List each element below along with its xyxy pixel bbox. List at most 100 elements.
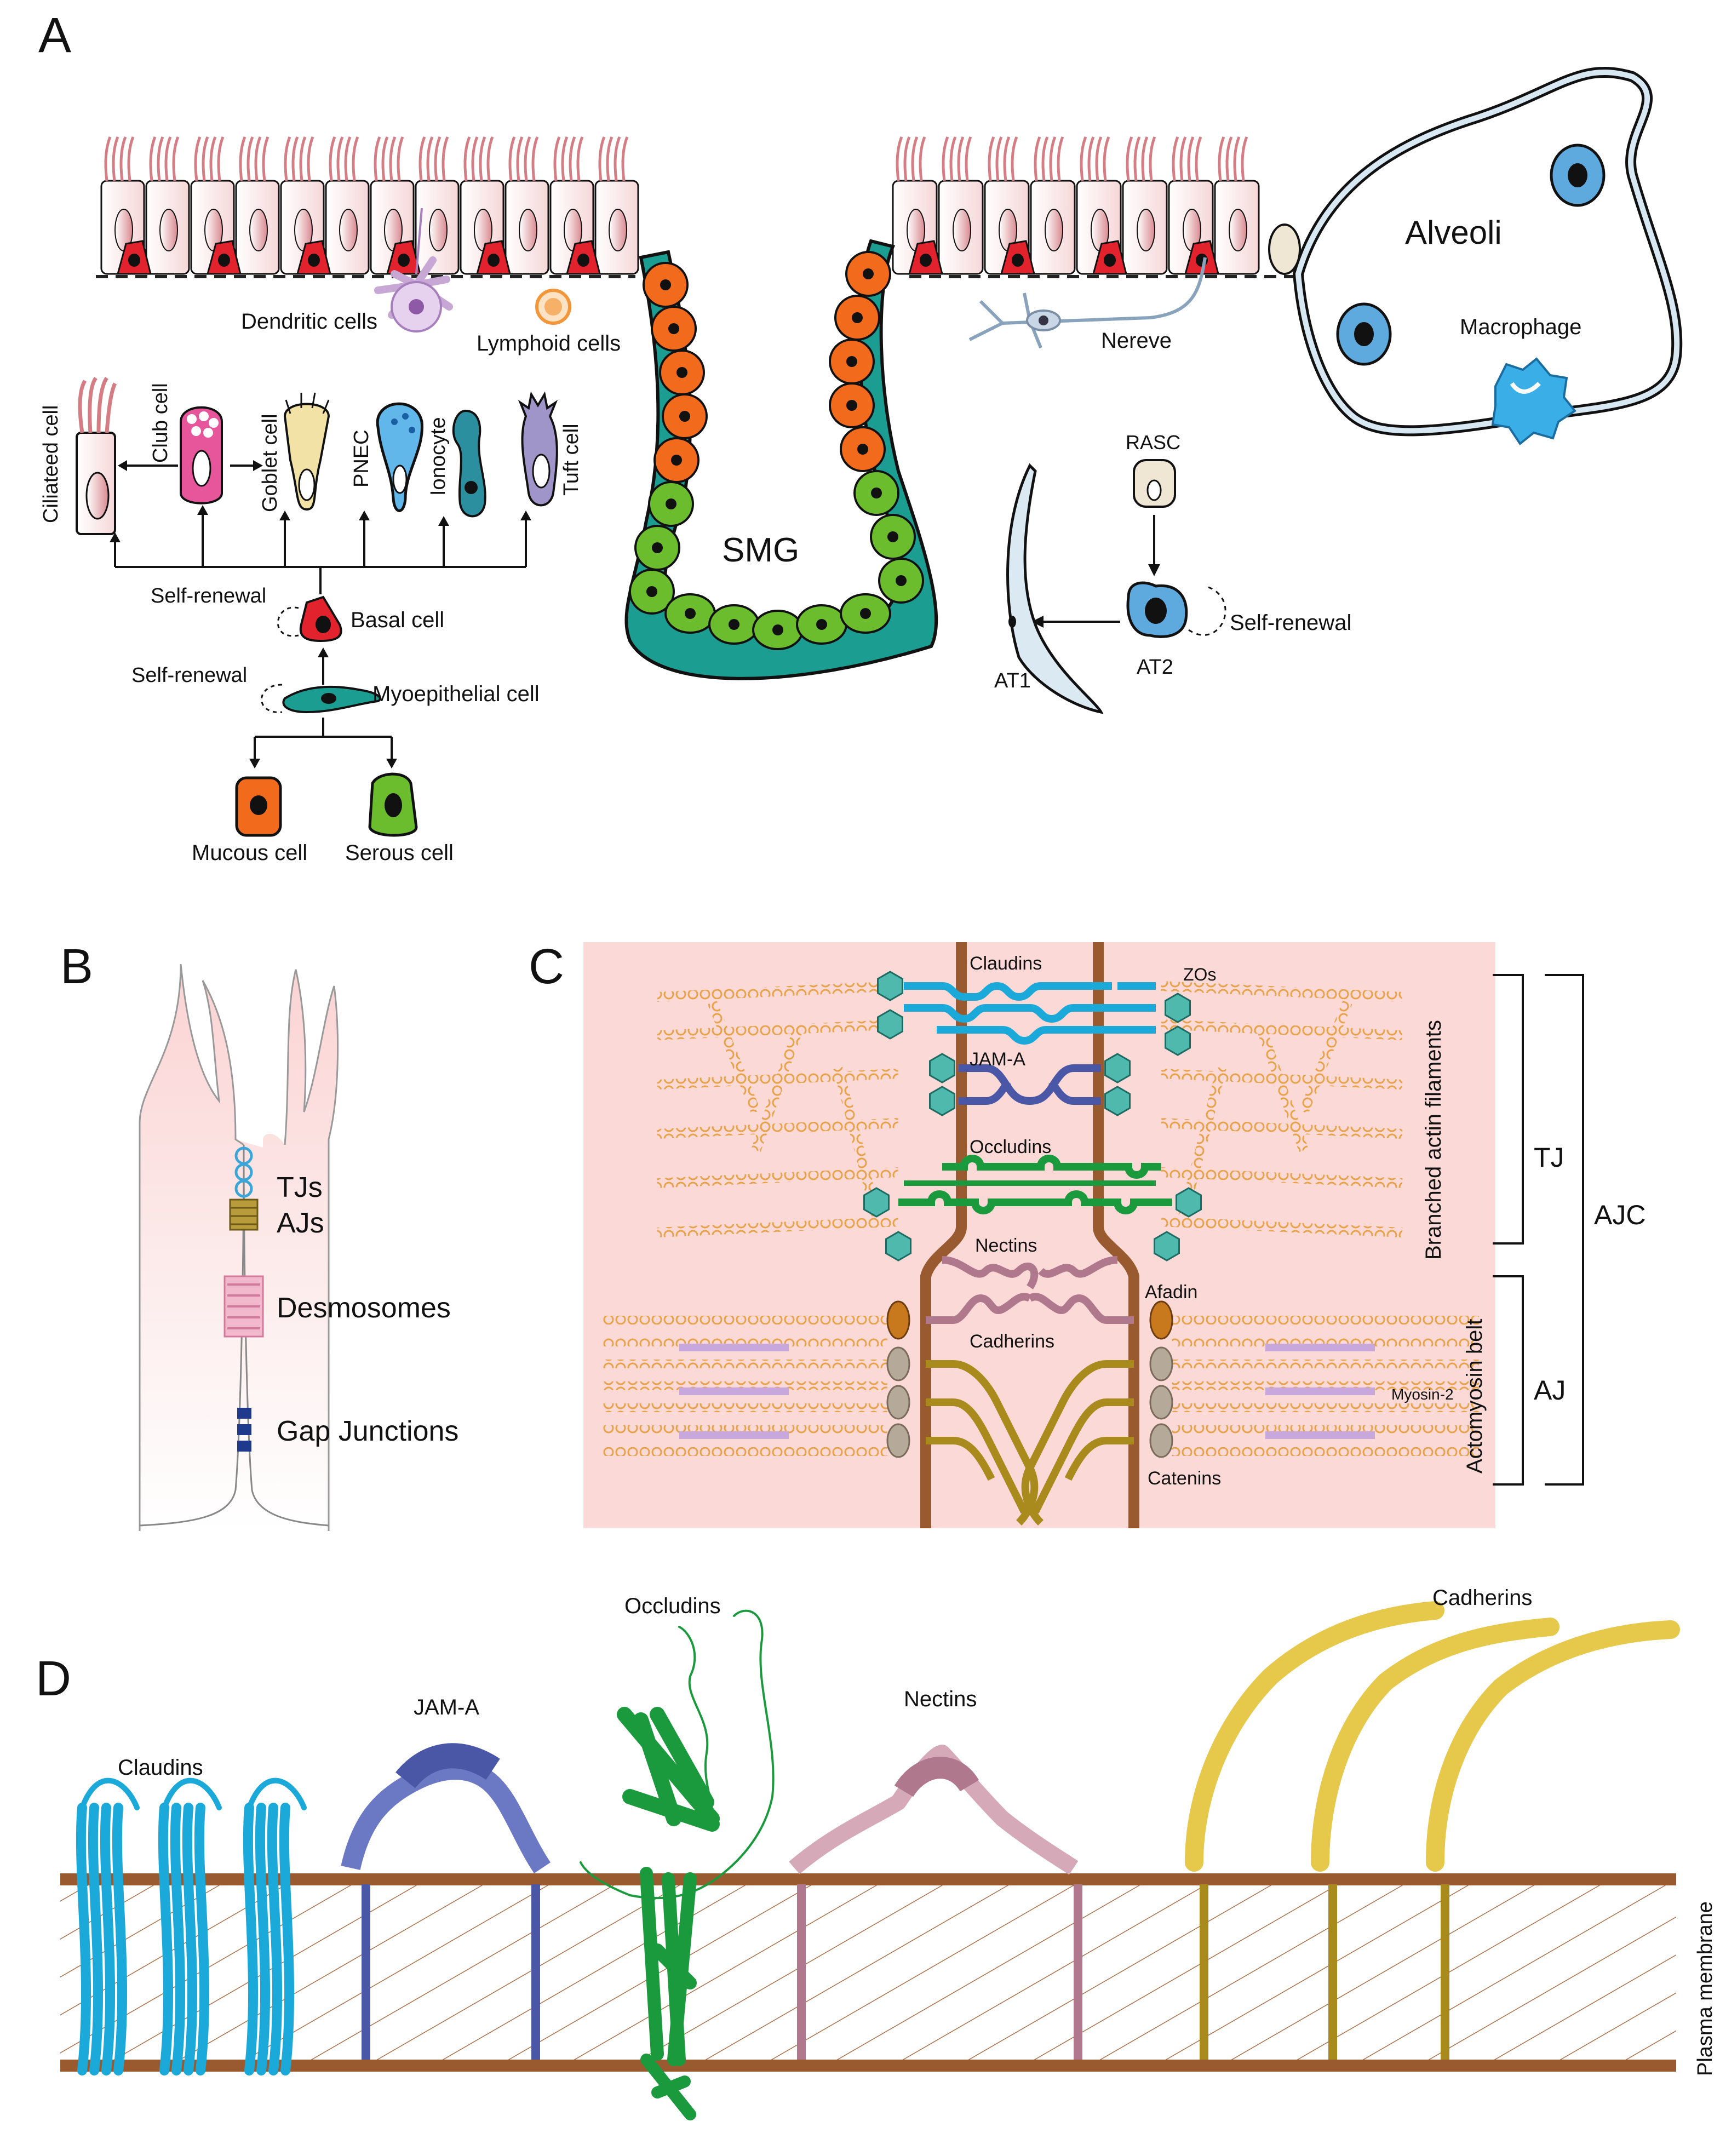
label-plasma-membrane: Plasma membrane [1694, 1901, 1717, 2076]
basal-cell [566, 240, 601, 275]
membrane-right [1093, 942, 1139, 1528]
epithelial-cell [1214, 136, 1260, 275]
membrane-bottom [60, 2060, 1676, 2072]
self-renewal-arrow-basal [277, 606, 299, 637]
serous-cell-icon [368, 772, 418, 837]
label-club-cell: Club cell [149, 383, 172, 463]
label-d-cadherins: Cadherins [1432, 1586, 1532, 1610]
panel-label-d: D [36, 1652, 71, 1706]
label-nerve: Nereve [1101, 329, 1172, 353]
epithelial-cell [415, 136, 460, 275]
claudin-helix [100, 1803, 116, 2075]
zo-hexagon [885, 1231, 911, 1262]
label-c-cadherins: Cadherins [970, 1331, 1054, 1352]
afadin-left [886, 1300, 910, 1340]
label-d-nectins: Nectins [904, 1687, 977, 1711]
claudin-helix [194, 1803, 210, 2075]
self-renewal-arrow-myo [261, 684, 283, 713]
zo-hexagon [1176, 1187, 1202, 1218]
label-dendritic-cells: Dendritic cells [241, 309, 377, 334]
label-ajs: AJs [277, 1207, 324, 1239]
label-c-occludins: Occludins [970, 1137, 1051, 1157]
jama-dimers [959, 1064, 1101, 1105]
zo-hexagon [877, 971, 903, 1001]
label-self-renewal-basal: Self-renewal [151, 584, 266, 607]
label-at1: AT1 [994, 669, 1031, 692]
alveolus [1268, 67, 1683, 445]
basal-cell [386, 240, 421, 275]
basal-cell [1184, 240, 1219, 275]
label-at2: AT2 [1137, 656, 1173, 679]
claudin-helix [182, 1803, 198, 2075]
at1-cell-icon [1006, 463, 1104, 714]
claudin-strands [904, 982, 1156, 1045]
label-c-nectins: Nectins [975, 1235, 1037, 1256]
lymphoid-cell-icon [535, 289, 571, 325]
epithelial-cell [325, 136, 370, 275]
bracket-ajc [1545, 974, 1584, 1486]
mucous-cell-icon [235, 776, 282, 837]
panel-label-b: B [60, 939, 93, 994]
basal-cell [207, 240, 242, 275]
basal-cell [476, 240, 511, 275]
zo-hexagon [877, 1009, 903, 1040]
membrane-left [920, 942, 967, 1528]
nerve-icon [968, 257, 1207, 349]
label-mucous-cell: Mucous cell [192, 841, 307, 865]
label-c-zos: ZOs [1183, 965, 1216, 984]
occludin-strands [898, 1155, 1172, 1214]
basal-cell [117, 240, 152, 275]
membrane-top [60, 1873, 1676, 1885]
label-basal-cell: Basal cell [351, 608, 444, 632]
rasc-cell-icon [1133, 459, 1176, 508]
label-actomyosin-belt: Actomyosin belt [1463, 1319, 1487, 1473]
dendritic-cell-icon [374, 208, 453, 332]
panel-label-a: A [38, 8, 71, 63]
airway-epithelium-left [96, 136, 639, 278]
zo-hexagon [1154, 1231, 1180, 1262]
claudin-helix [243, 1803, 259, 2075]
label-myoepithelial-cell: Myoepithelial cell [372, 682, 540, 706]
label-goblet-cell: Goblet cell [259, 414, 282, 512]
zo-hexagon [929, 1086, 955, 1116]
label-c-jama: JAM-A [970, 1049, 1025, 1070]
catenin-ovals [886, 1346, 1173, 1458]
label-ajc: AJC [1594, 1200, 1646, 1230]
label-self-renewal-myo: Self-renewal [131, 664, 247, 687]
claudin-helix [279, 1803, 295, 2075]
brackets-tj-aj [1493, 974, 1524, 1486]
epithelial-cell [1030, 136, 1076, 275]
zo-hexagon [929, 1053, 955, 1083]
label-tuft-cell: Tuft cell [560, 423, 583, 496]
self-renewal-arrow-at2 [1188, 585, 1226, 636]
at2-cell-icon [1126, 581, 1188, 638]
claudin-helix [158, 1803, 174, 2075]
basal-cell [296, 240, 331, 275]
cadherin-structure [1185, 1601, 1680, 2060]
basal-cell-icon [299, 595, 342, 643]
label-tj: TJ [1534, 1142, 1564, 1173]
label-macrophage: Macrophage [1460, 315, 1581, 339]
label-tjs: TJs [277, 1172, 323, 1203]
label-serous-cell: Serous cell [345, 841, 454, 865]
epithelial-cell [594, 136, 639, 275]
claudin-helix [112, 1803, 128, 2075]
label-d-claudins: Claudins [118, 1756, 203, 1780]
label-aj: AJ [1534, 1375, 1566, 1406]
label-branched-actin: Branched actin filaments [1421, 1020, 1446, 1260]
claudin-helix [255, 1803, 271, 2075]
nectin-structure [789, 1745, 1082, 2060]
cadherin-dimers [926, 1360, 1134, 1526]
claudin-helix [88, 1803, 104, 2075]
label-pnec: PNEC [350, 429, 373, 488]
zo-hexagon [1104, 1053, 1131, 1083]
afadin-right [1149, 1300, 1173, 1340]
label-self-renewal-at2: Self-renewal [1230, 611, 1351, 635]
label-c-afadin: Afadin [1145, 1282, 1197, 1303]
zo-hexagon [1165, 1025, 1191, 1056]
claudin-helix [76, 1803, 91, 2075]
epithelial-cell [145, 136, 190, 275]
airway-epithelium-right [892, 136, 1298, 278]
gap-junction-icon [237, 1408, 251, 1452]
